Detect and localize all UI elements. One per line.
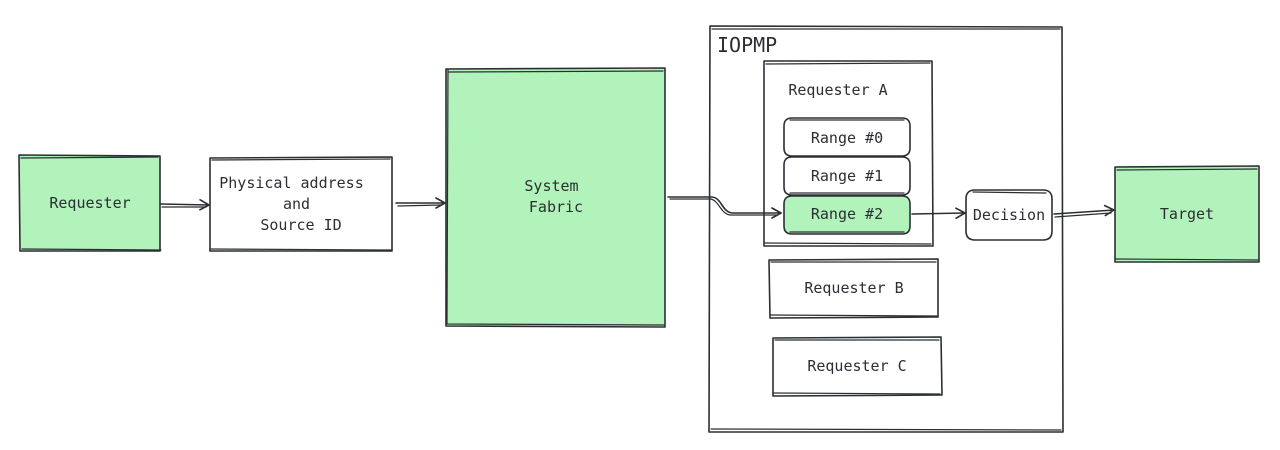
system-fabric-line-1: System	[524, 177, 578, 195]
requester-b-node: Requester B	[768, 258, 939, 319]
range-0-node: Range #0	[783, 117, 911, 157]
decision-label: Decision	[973, 206, 1045, 224]
system-fabric-node: System Fabric	[445, 67, 666, 328]
iopmp-title: IOPMP	[717, 33, 777, 57]
physical-address-line-3: Source ID	[260, 216, 341, 234]
requester-node: Requester	[18, 154, 162, 252]
system-fabric-label: System Fabric	[524, 177, 587, 216]
requester-c-label: Requester C	[807, 357, 906, 375]
arrow-requester-to-address	[160, 199, 210, 211]
target-node: Target	[1114, 165, 1260, 263]
iopmp-container: IOPMP	[708, 25, 1064, 433]
requester-a-container: Requester A	[763, 60, 934, 247]
requester-label: Requester	[49, 194, 130, 212]
physical-address-label: Physical address and Source ID	[219, 174, 373, 234]
arrow-range-to-decision	[911, 207, 966, 219]
range-1-node: Range #1	[783, 156, 911, 196]
requester-a-label: Requester A	[788, 81, 887, 99]
arrow-address-to-fabric	[395, 197, 446, 209]
decision-node: Decision	[965, 189, 1053, 241]
requester-c-node: Requester C	[772, 336, 943, 397]
arrow-decision-to-target	[1053, 204, 1115, 218]
range-1-label: Range #1	[811, 167, 883, 185]
requester-b-label: Requester B	[804, 279, 903, 297]
range-2-node: Range #2	[783, 195, 911, 235]
physical-address-node: Physical address and Source ID	[209, 156, 393, 252]
range-0-label: Range #0	[811, 129, 883, 147]
physical-address-line-1: Physical address	[219, 174, 364, 192]
target-label: Target	[1160, 205, 1214, 223]
physical-address-line-2: and	[283, 195, 310, 213]
range-2-label: Range #2	[811, 205, 883, 223]
arrow-fabric-to-range-2	[667, 196, 782, 219]
system-fabric-line-2: Fabric	[529, 198, 583, 216]
